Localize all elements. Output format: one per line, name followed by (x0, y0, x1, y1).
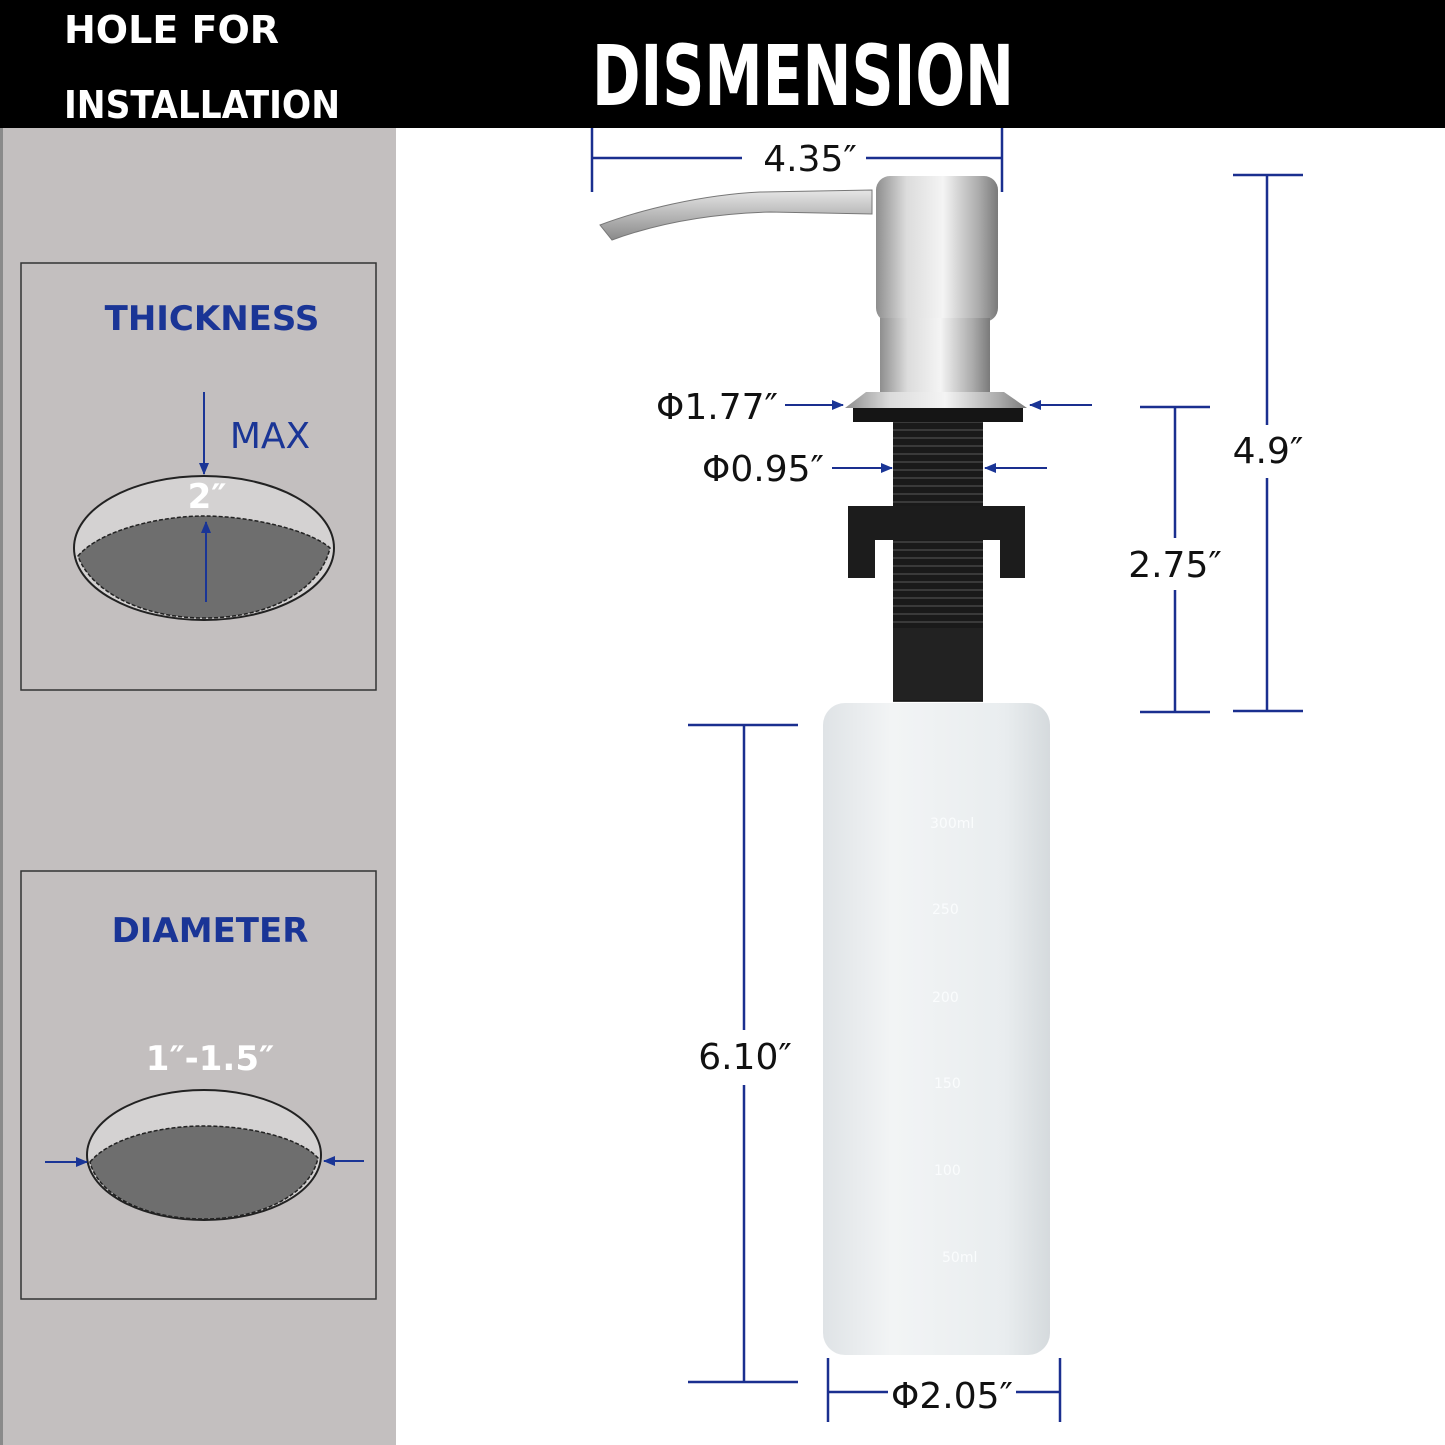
hole-depth (77, 515, 331, 619)
bottle-marking: 300ml (930, 816, 974, 832)
pump-head (876, 176, 998, 322)
pump-neck (880, 318, 990, 392)
mounting-clip (848, 506, 1025, 578)
bottle-marking: 150 (934, 1076, 961, 1092)
flange (845, 392, 1027, 408)
flange-diameter-label: Φ1.77″ (656, 387, 778, 428)
bottle-marking: 250 (932, 902, 959, 918)
dimension-lines (590, 128, 1303, 1422)
diameter-title: DIAMETER (112, 911, 309, 951)
header-bar (0, 0, 1445, 128)
page-title: DISMENSION (592, 27, 1014, 125)
header-left-line2: INSTALLATION (64, 83, 340, 127)
thickness-box: THICKNESS MAX 2″ (20, 262, 377, 691)
thickness-value: 2″ (188, 477, 227, 517)
spout-length-label: 4.35″ (763, 139, 857, 180)
shank-length-label: 2.75″ (1128, 545, 1222, 586)
header-left-line1: HOLE FOR (64, 8, 279, 52)
bottle-marking: 100 (934, 1163, 961, 1179)
install-panel (0, 128, 396, 1445)
spout (599, 189, 873, 241)
diameter-value: 1″-1.5″ (146, 1039, 274, 1079)
bottle-marking: 200 (932, 990, 959, 1006)
thickness-max-label: MAX (230, 416, 310, 457)
nut (853, 408, 1023, 422)
soap-dispenser: 300ml 250 200 150 100 50ml (599, 176, 1050, 1355)
hole-depth (89, 1125, 319, 1220)
bottle-marking: 50ml (942, 1250, 977, 1266)
bottle (823, 703, 1050, 1355)
lower-tube (893, 628, 983, 700)
bottle-diameter-label: Φ2.05″ (891, 1376, 1013, 1417)
thickness-title: THICKNESS (105, 299, 320, 339)
panel-edge (0, 128, 3, 1445)
bottle-height-label: 6.10″ (698, 1037, 792, 1078)
shank-diameter-label: Φ0.95″ (702, 449, 824, 490)
diameter-box: DIAMETER 1″-1.5″ (20, 870, 377, 1300)
pump-height-label: 4.9″ (1233, 431, 1304, 472)
